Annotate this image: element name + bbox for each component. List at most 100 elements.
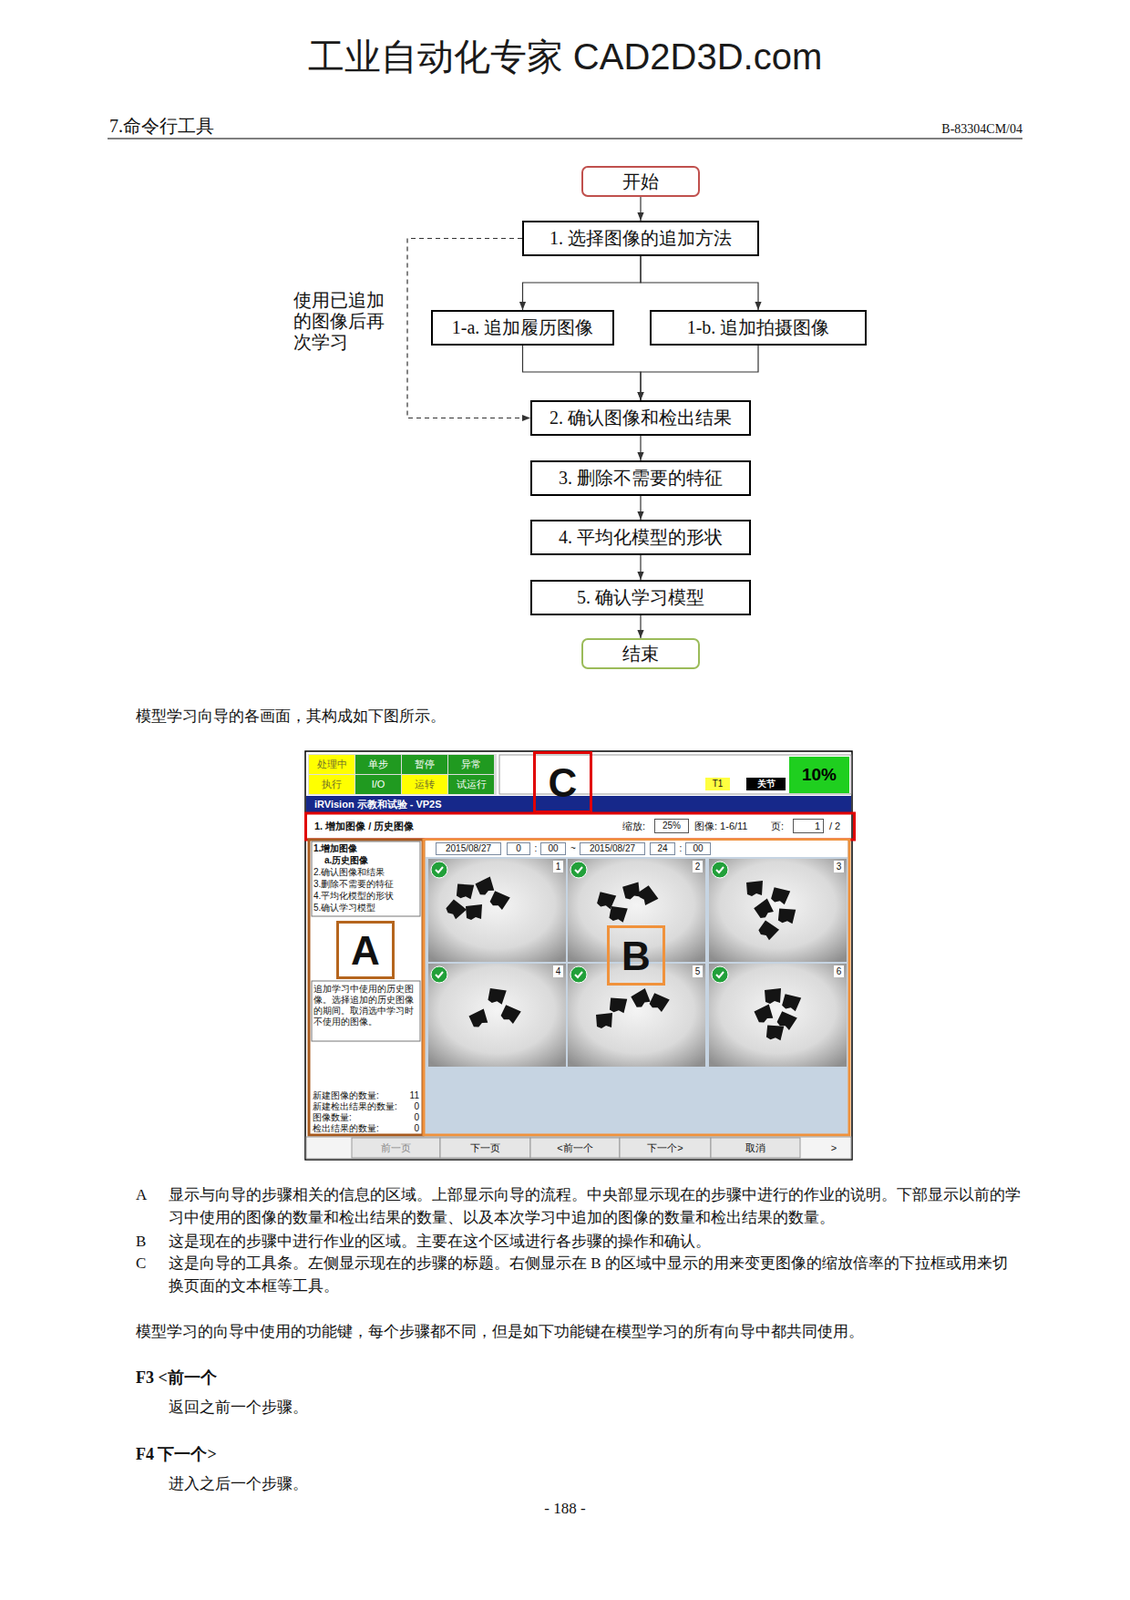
- drawing-part: [629, 987, 651, 1009]
- drawing-part: [711, 861, 729, 878]
- body-text: 模型学习的向导中使用的功能键，每个步骤都不同，但是如下功能键在模型学习的所有向导…: [135, 1319, 1023, 1343]
- callout-letter: B: [621, 932, 651, 979]
- function-key-label: 下一页: [440, 1138, 531, 1158]
- edge-label: 使用已追加的图像后再次学习: [293, 289, 391, 353]
- function-key: [619, 1137, 711, 1158]
- drawing-part: [431, 965, 448, 983]
- count-value: 0: [399, 1122, 420, 1133]
- drawing-part: [595, 1012, 613, 1028]
- process-box: 1-b. 追加拍摄图像: [649, 309, 867, 346]
- drawing-part: [647, 991, 670, 1014]
- function-key: [710, 1137, 801, 1158]
- workpieces: [443, 875, 802, 1041]
- step-text: 3. 删除不需要的特征: [558, 467, 723, 489]
- zoom-dropdown: 25%: [654, 818, 689, 833]
- status-panel: [308, 753, 497, 795]
- section-heading: 7.命令行工具: [109, 114, 215, 137]
- drawing-part: [769, 884, 791, 905]
- wizard-step-item: a.历史图像: [324, 854, 431, 866]
- drawing-part: [499, 1003, 522, 1026]
- date-dropdown: 00: [540, 842, 566, 855]
- process-box: 2. 确认图像和检出结果: [530, 400, 751, 436]
- body-text: 显示与向导的步骤相关的信息的区域。上部显示向导的流程。中央部显示现在的步骤中进行…: [168, 1182, 1023, 1229]
- toolbar-label: 图像: 1-6/11: [694, 819, 749, 833]
- date-separator: ~: [569, 842, 577, 855]
- flow-connector: [639, 495, 641, 520]
- step-text: 1-a. 追加履历图像: [452, 317, 595, 339]
- toolbar-highlight: [306, 812, 855, 840]
- body-text: 返回之前一个步骤。: [168, 1395, 309, 1418]
- item-letter: A: [135, 1182, 147, 1206]
- toolbar-label: 缩放:: [622, 819, 646, 833]
- drawing-part: [636, 883, 659, 906]
- body-text: 模型学习向导的各画面，其构成如下图所示。: [135, 704, 446, 728]
- drawing-part: [756, 918, 780, 942]
- drawing-part: [622, 882, 642, 901]
- item-letter: B: [135, 1229, 146, 1253]
- function-key-bar: [306, 1136, 852, 1159]
- date-row: [425, 840, 848, 857]
- date-dropdown: 2015/08/27: [579, 842, 646, 855]
- image-cell: [567, 963, 706, 1067]
- item-letter: C: [135, 1251, 146, 1274]
- description-box: [311, 980, 421, 1041]
- status-button: 异常: [448, 754, 494, 774]
- date-separator: :: [532, 842, 540, 855]
- drawing-part: [486, 986, 507, 1006]
- count-value: 0: [399, 1111, 420, 1122]
- count-value: 11: [399, 1089, 420, 1100]
- status-button: 运转: [401, 774, 448, 794]
- callout-letter: C: [548, 759, 578, 806]
- header-rule: [107, 138, 1023, 140]
- function-key-label: <前一个: [530, 1138, 620, 1158]
- function-key-label: >: [824, 1138, 843, 1158]
- count-value: 0: [399, 1100, 420, 1111]
- count-label: 新建图像的数量:: [312, 1089, 380, 1100]
- status-button: 试运行: [448, 774, 494, 794]
- wizard-step-item: 2.确认图像和结果: [313, 866, 420, 878]
- image-number: 3: [833, 860, 844, 873]
- terminal-text: 结束: [622, 643, 659, 665]
- image-number: 2: [692, 860, 703, 873]
- key-heading: F3 <前一个: [135, 1366, 217, 1389]
- check-icons: [431, 861, 729, 983]
- image-cell: [708, 858, 847, 962]
- process-box: 1-a. 追加履历图像: [431, 309, 615, 346]
- toolbar-ground: [306, 812, 852, 839]
- date-dropdown: 24: [649, 842, 676, 855]
- drawing-part: [468, 1007, 490, 1028]
- drawing-part: [465, 904, 483, 920]
- step-text: 1. 选择图像的追加方法: [549, 227, 732, 249]
- page-number: - 188 -: [0, 1496, 1130, 1520]
- drawing-part: [753, 1003, 775, 1024]
- count-label: 图像数量:: [312, 1111, 352, 1122]
- callout-letter: A: [350, 926, 381, 974]
- page-field: 1: [792, 818, 824, 833]
- key-heading: F4 下一个>: [135, 1442, 217, 1466]
- step-description: 追加学习中使用的历史图像。选择追加的历史图像的期间。取消选中学习时不使用的图像。: [313, 983, 420, 1028]
- watermark-header: 工业自动化专家 CAD2D3D.com: [0, 32, 1130, 81]
- status-button: 暂停: [401, 754, 448, 774]
- flow-connector: [639, 554, 641, 580]
- title-bar: [306, 795, 852, 812]
- coord-indicator: 关节: [746, 777, 786, 791]
- function-key-label: 取消: [710, 1138, 801, 1158]
- body-text: 这是向导的工具条。左侧显示现在的步骤的标题。右侧显示在 B 的区域中显示的用来变…: [168, 1251, 1023, 1297]
- function-key: [440, 1137, 531, 1158]
- drawing-part: [474, 875, 496, 896]
- image-number: 4: [553, 965, 564, 977]
- drawing-part: [488, 889, 511, 912]
- function-key: [351, 1137, 441, 1158]
- callout-box: B: [606, 924, 666, 986]
- date-dropdown: 2015/08/27: [435, 842, 502, 855]
- process-box: 1. 选择图像的追加方法: [522, 220, 760, 257]
- drawing-part: [443, 897, 467, 921]
- override-indicator: 10%: [789, 756, 850, 793]
- image-cell: [708, 963, 847, 1067]
- flow-connector: [523, 345, 642, 401]
- image-cell: [428, 858, 566, 962]
- date-dropdown: 0: [506, 842, 531, 855]
- flow-connector: [640, 256, 759, 310]
